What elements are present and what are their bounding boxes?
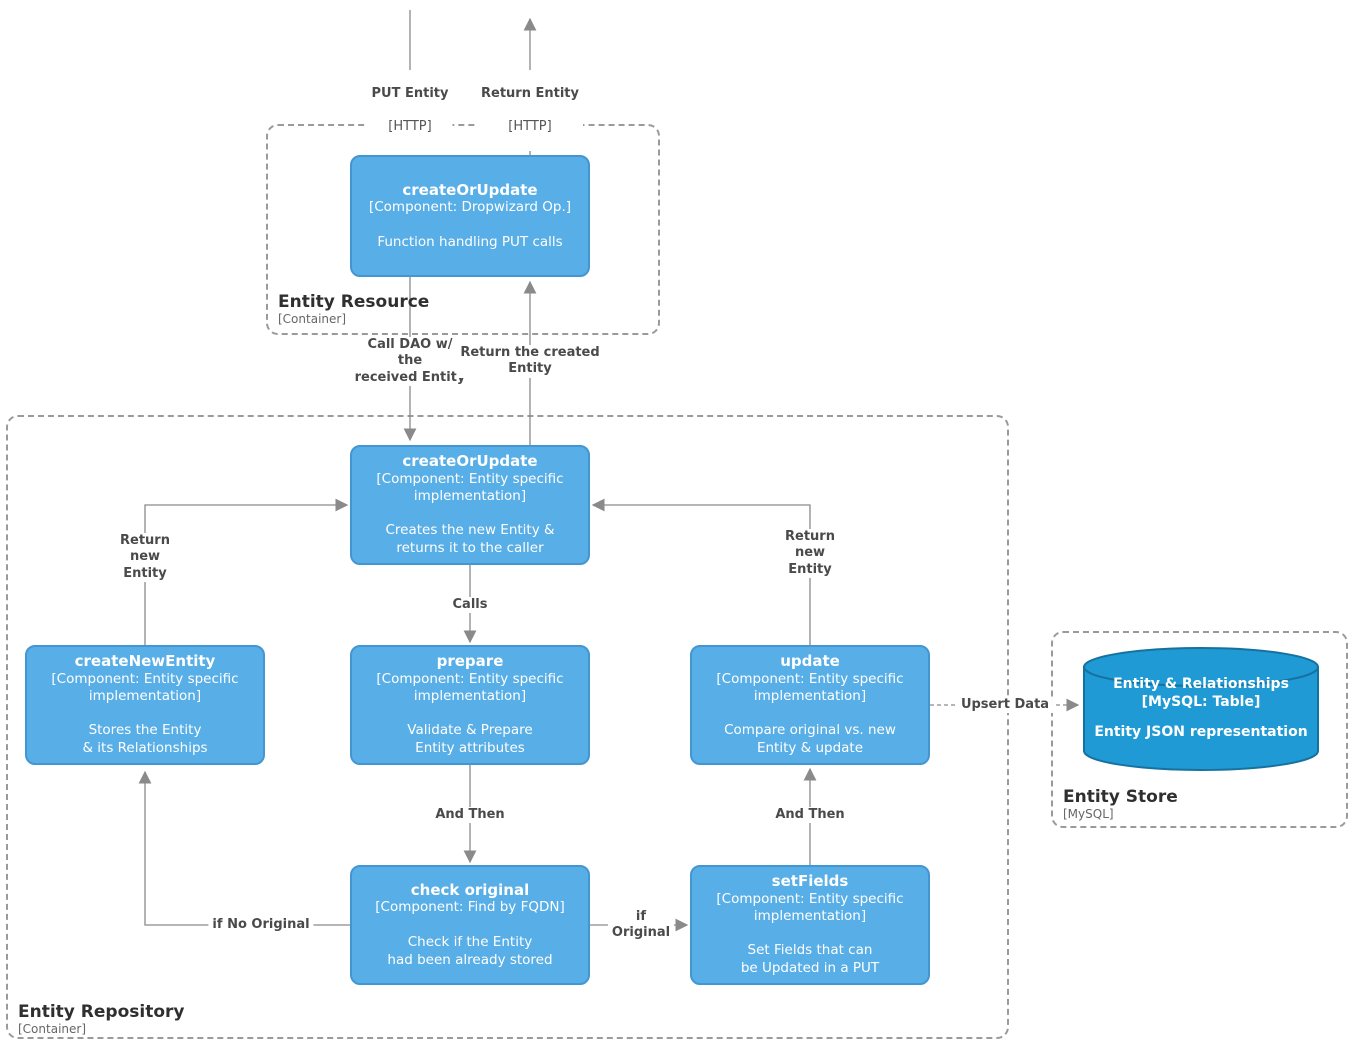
edge-label-and-then-right: And Then bbox=[771, 807, 849, 824]
component-description: Compare original vs. new Entity & update bbox=[724, 722, 896, 757]
component-meta: [Component: Entity specific implementati… bbox=[376, 670, 564, 705]
component-description: Creates the new Entity & returns it to t… bbox=[385, 522, 555, 557]
database-description: Entity JSON representation bbox=[1094, 724, 1308, 741]
component-createnewentity[interactable]: createNewEntity [Component: Entity speci… bbox=[25, 645, 265, 765]
edge-label-return-entity: Return Entity [HTTP] bbox=[477, 70, 583, 152]
edge-label-calls: Calls bbox=[448, 597, 492, 614]
edge-label-if-original: if Original bbox=[607, 909, 675, 942]
edge-label-return-new-right: Return new Entity bbox=[781, 529, 839, 578]
edge-label-and-then-left: And Then bbox=[431, 807, 509, 824]
entity-store-container bbox=[1051, 631, 1348, 828]
component-description: Validate & Prepare Entity attributes bbox=[407, 722, 533, 757]
component-setfields[interactable]: setFields [Component: Entity specific im… bbox=[690, 865, 930, 985]
edge-label-text: Return Entity bbox=[481, 86, 579, 102]
component-createorupdate-repository[interactable]: createOrUpdate [Component: Entity specif… bbox=[350, 445, 590, 565]
container-meta: [MySQL] bbox=[1063, 806, 1114, 821]
edge-label-call-dao: Call DAO w/ the received Entity bbox=[350, 337, 470, 386]
entity-resource-label: Entity Resource [Container] bbox=[278, 293, 429, 327]
component-description: Stores the Entity & its Relationships bbox=[82, 722, 208, 757]
component-title: createOrUpdate bbox=[402, 180, 538, 199]
component-meta: [Component: Find by FQDN] bbox=[375, 899, 565, 916]
database-meta: [MySQL: Table] bbox=[1141, 693, 1261, 710]
container-meta: [Container] bbox=[18, 1021, 87, 1036]
entity-repository-container bbox=[6, 415, 1009, 1039]
component-title: check original bbox=[410, 880, 530, 899]
container-title: Entity Resource bbox=[278, 292, 430, 312]
edge-label-upsert-data: Upsert Data bbox=[956, 697, 1054, 714]
container-meta: [Container] bbox=[278, 311, 347, 326]
component-description: Check if the Entity had been already sto… bbox=[387, 933, 553, 968]
edge-label-if-no-original: if No Original bbox=[208, 917, 314, 934]
component-title: setFields bbox=[771, 872, 849, 891]
component-description: Set Fields that can be Updated in a PUT bbox=[740, 942, 880, 977]
container-title: Entity Repository bbox=[18, 1002, 185, 1022]
component-meta: [Component: Entity specific implementati… bbox=[716, 670, 904, 705]
component-createorupdate-resource[interactable]: createOrUpdate [Component: Dropwizard Op… bbox=[350, 155, 590, 277]
edge-label-return-created: Return the created Entity bbox=[456, 345, 604, 378]
component-meta: [Component: Entity specific implementati… bbox=[716, 890, 904, 925]
component-prepare[interactable]: prepare [Component: Entity specific impl… bbox=[350, 645, 590, 765]
component-description: Function handling PUT calls bbox=[377, 233, 563, 250]
component-title: update bbox=[780, 652, 840, 671]
entity-resource-container bbox=[266, 124, 660, 335]
component-update[interactable]: update [Component: Entity specific imple… bbox=[690, 645, 930, 765]
edge-label-meta: [HTTP] bbox=[508, 118, 552, 134]
component-meta: [Component: Entity specific implementati… bbox=[51, 670, 239, 705]
component-check-original[interactable]: check original [Component: Find by FQDN]… bbox=[350, 865, 590, 985]
entity-store-label: Entity Store [MySQL] bbox=[1063, 788, 1178, 822]
edge-label-text: PUT Entity bbox=[371, 86, 449, 102]
edge-label-return-new-left: Return new Entity bbox=[116, 533, 174, 582]
edge-label-meta: [HTTP] bbox=[388, 118, 432, 134]
component-title: createNewEntity bbox=[74, 652, 216, 671]
container-title: Entity Store bbox=[1063, 787, 1178, 807]
component-meta: [Component: Dropwizard Op.] bbox=[368, 199, 572, 216]
edge-label-put-entity: PUT Entity [HTTP] bbox=[367, 70, 453, 152]
entity-repository-label: Entity Repository [Container] bbox=[18, 1003, 184, 1037]
component-title: prepare bbox=[436, 652, 504, 671]
component-meta: [Component: Entity specific implementati… bbox=[376, 470, 564, 505]
component-title: createOrUpdate bbox=[402, 452, 538, 471]
database-entity-relationships[interactable]: Entity & Relationships [MySQL: Table] En… bbox=[1084, 652, 1318, 766]
database-title: Entity & Relationships bbox=[1113, 676, 1289, 693]
